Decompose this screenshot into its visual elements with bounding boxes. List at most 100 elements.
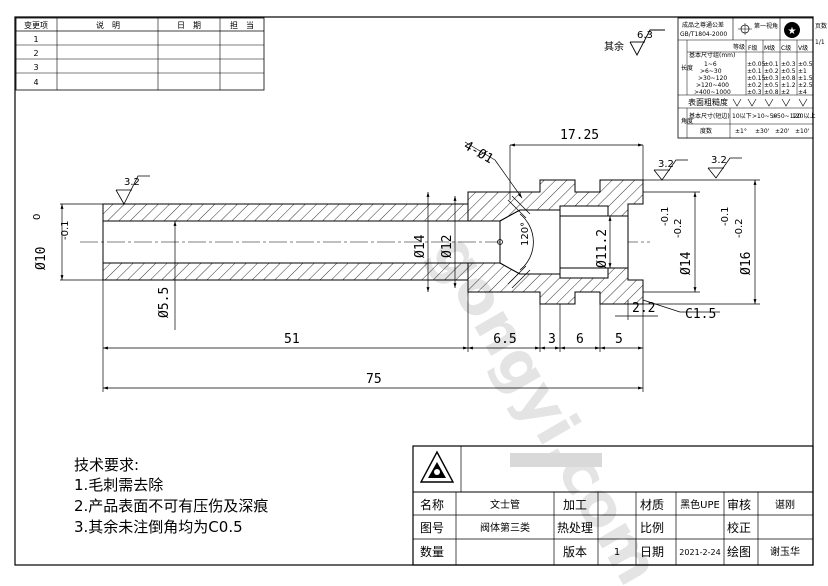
tb-check-label: 校正 bbox=[727, 520, 751, 535]
dim-5: 5 bbox=[615, 332, 623, 347]
svg-text:>30~120: >30~120 bbox=[698, 75, 727, 82]
dim-3: 3 bbox=[548, 332, 556, 347]
title-block: 名称 文士管 加工 材质 黑色UPE 审核 谌刚 图号 阀体第三类 热处理 比例… bbox=[412, 445, 814, 566]
projection-icon bbox=[738, 23, 752, 35]
dimension-texts: 17.25 4-Ø1 Ø10 -0.1 0 Ø5.5 Ø14 Ø12 120° … bbox=[32, 128, 754, 387]
svg-text:表面粗糙度: 表面粗糙度 bbox=[688, 97, 728, 107]
dim-left-tol-lower: -0.1 bbox=[60, 220, 71, 240]
svg-text:±10': ±10' bbox=[795, 128, 810, 135]
rev-row-3: 3 bbox=[33, 63, 38, 72]
tb-heat-label: 热处理 bbox=[557, 521, 593, 535]
part-section-view bbox=[80, 179, 650, 305]
star-icon: ★ bbox=[784, 22, 800, 38]
dim-51: 51 bbox=[284, 332, 300, 347]
tb-name-label: 名称 bbox=[420, 497, 444, 512]
svg-text:±2: ±2 bbox=[781, 89, 790, 96]
rev-row-2: 2 bbox=[33, 49, 38, 58]
dim-right-d14-tol2: -0.1 bbox=[660, 206, 671, 226]
svg-text:★: ★ bbox=[788, 26, 797, 37]
dim-6-5: 6.5 bbox=[493, 332, 516, 347]
svg-text:1~6: 1~6 bbox=[704, 61, 717, 68]
dim-right-d14: Ø14 bbox=[679, 251, 694, 275]
svg-text:C级: C级 bbox=[781, 44, 791, 52]
tb-version-value: 1 bbox=[614, 547, 620, 558]
rev-row-1: 1 bbox=[33, 35, 38, 44]
dim-right-d16: Ø16 bbox=[739, 252, 754, 275]
rev-header-owner: 担 当 bbox=[230, 20, 254, 30]
requirements-title: 技术要求: bbox=[74, 456, 139, 474]
tb-name-value: 文士管 bbox=[490, 498, 520, 511]
dimension-lines bbox=[60, 141, 760, 392]
svg-text:±20': ±20' bbox=[775, 128, 790, 135]
svg-text:±0.05: ±0.05 bbox=[747, 61, 766, 68]
svg-text:第一视角: 第一视角 bbox=[754, 22, 778, 30]
blurred-company-name bbox=[510, 453, 602, 467]
roughness-value-3: 3.2 bbox=[711, 155, 727, 166]
tb-scale-label: 比例 bbox=[640, 521, 664, 535]
tb-drawing-no-value: 阀体第三类 bbox=[480, 521, 530, 534]
svg-text:±0.8: ±0.8 bbox=[764, 89, 779, 96]
svg-text:M级: M级 bbox=[764, 44, 775, 52]
svg-text:±1: ±1 bbox=[798, 68, 807, 75]
svg-text:±1.2: ±1.2 bbox=[781, 82, 796, 89]
svg-text:10以下: 10以下 bbox=[732, 113, 752, 120]
svg-text:±0.3: ±0.3 bbox=[747, 89, 762, 96]
svg-text:±0.5: ±0.5 bbox=[781, 68, 796, 75]
svg-text:±2.5: ±2.5 bbox=[798, 82, 813, 89]
roughness-value-1: 3.2 bbox=[124, 177, 140, 188]
company-logo bbox=[419, 450, 455, 483]
svg-text:>400~1000: >400~1000 bbox=[694, 89, 731, 96]
revision-table: 变更项 说 明 日 期 担 当 1 2 3 4 bbox=[15, 17, 265, 91]
svg-text:±0.5: ±0.5 bbox=[798, 61, 813, 68]
svg-text:±30': ±30' bbox=[755, 128, 770, 135]
svg-text:V级: V级 bbox=[798, 44, 808, 52]
tb-qty-label: 数量 bbox=[420, 544, 444, 559]
svg-text:±4: ±4 bbox=[798, 89, 807, 96]
svg-text:基本尺寸(短边): 基本尺寸(短边) bbox=[689, 112, 730, 120]
requirement-2: 2.产品表面不可有压伤及深痕 bbox=[74, 497, 268, 515]
dim-angle: 120° bbox=[520, 222, 531, 246]
requirement-3: 3.其余未注倒角均为C0.5 bbox=[74, 518, 243, 536]
dim-holes: 4-Ø1 bbox=[461, 138, 496, 167]
tb-drawn-label: 绘图 bbox=[727, 544, 751, 559]
dim-75: 75 bbox=[366, 372, 382, 387]
dim-d14-inner: Ø14 bbox=[413, 234, 428, 258]
rev-header-desc: 说 明 bbox=[96, 20, 120, 30]
svg-text:等级: 等级 bbox=[733, 43, 745, 51]
tb-drawn-value: 谢玉华 bbox=[770, 545, 800, 558]
tb-process-label: 加工 bbox=[563, 498, 587, 512]
roughness-value-2: 3.2 bbox=[658, 159, 674, 170]
svg-text:±0.15: ±0.15 bbox=[747, 75, 766, 82]
tb-material-label: 材质 bbox=[640, 498, 664, 512]
dim-right-d16-tol2: -0.1 bbox=[720, 206, 731, 226]
svg-text:120以上: 120以上 bbox=[792, 112, 815, 120]
dim-left-tol-upper: 0 bbox=[32, 214, 43, 220]
svg-text:>120~400: >120~400 bbox=[696, 82, 729, 89]
svg-text:>6~30: >6~30 bbox=[700, 68, 722, 75]
tb-date-value: 2021-2-24 bbox=[679, 548, 720, 557]
tb-date-label: 日期 bbox=[640, 545, 664, 559]
svg-text:GB/T1804-2000: GB/T1804-2000 bbox=[680, 31, 727, 38]
technical-requirements: 技术要求: 1.毛刺需去除 2.产品表面不可有压伤及深痕 3.其余未注倒角均为C… bbox=[74, 456, 268, 536]
rev-row-4: 4 bbox=[33, 78, 38, 87]
svg-text:±0.3: ±0.3 bbox=[781, 61, 796, 68]
svg-text:±1.5: ±1.5 bbox=[798, 75, 813, 82]
svg-text:±0.8: ±0.8 bbox=[781, 75, 796, 82]
dim-groove: 2.2 bbox=[632, 301, 655, 316]
dim-right-d16-tol: -0.2 bbox=[734, 218, 745, 238]
svg-text:1/1: 1/1 bbox=[815, 39, 825, 46]
dim-17-25: 17.25 bbox=[560, 128, 599, 143]
requirement-1: 1.毛刺需去除 bbox=[74, 476, 163, 494]
tolerance-table: 成品之尊通公差 GB/T1804-2000 第一视角 ★ 页数 1/1 等级 F… bbox=[677, 17, 827, 139]
dim-bore: Ø5.5 bbox=[157, 287, 172, 318]
tb-review-label: 审核 bbox=[727, 497, 751, 512]
svg-text:±0.3: ±0.3 bbox=[764, 75, 779, 82]
svg-text:页数: 页数 bbox=[815, 22, 827, 30]
svg-text:>50~120: >50~120 bbox=[772, 113, 801, 120]
rev-header-change: 变更项 bbox=[24, 20, 48, 30]
tb-drawing-no-label: 图号 bbox=[420, 521, 444, 535]
svg-text:F级: F级 bbox=[748, 44, 757, 52]
tb-version-label: 版本 bbox=[563, 545, 587, 559]
svg-text:基本尺寸组(mm): 基本尺寸组(mm) bbox=[689, 51, 735, 59]
